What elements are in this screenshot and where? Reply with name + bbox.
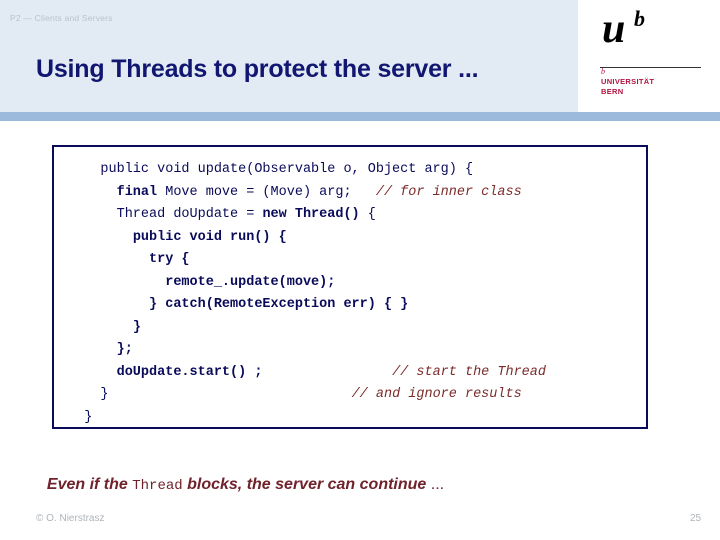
code-line: try { [68, 249, 546, 272]
code-indent [68, 365, 117, 380]
code-token-keyword: new Thread() [262, 207, 360, 222]
code-token-plain [262, 365, 392, 380]
code-token-keyword: }; [116, 342, 133, 357]
code-indent [68, 162, 100, 177]
code-token-keyword: try { [149, 252, 190, 267]
header-accent-band [0, 112, 720, 121]
code-indent [68, 297, 149, 312]
slide-header-panel: P2 — Clients and Servers Using Threads t… [0, 0, 578, 112]
breadcrumb: P2 — Clients and Servers [10, 13, 113, 23]
code-line: public void update(Observable o, Object … [68, 159, 546, 182]
logo-u-glyph: u [602, 6, 626, 52]
code-line: final Move move = (Move) arg; // for inn… [68, 182, 546, 205]
code-indent [68, 275, 165, 290]
code-token-comment: // and ignore results [351, 387, 522, 402]
university-bern-logo: u b b UNIVERSITÄT BERN [592, 6, 710, 106]
code-token-keyword: public void run() { [132, 229, 287, 245]
code-token-plain [109, 387, 352, 402]
code-indent [68, 387, 100, 402]
footer-page-number: 25 [690, 513, 702, 524]
code-token-comment: // start the Thread [392, 364, 546, 380]
code-indent [68, 230, 133, 245]
code-token-keyword: doUpdate.start() ; [116, 364, 263, 380]
caption-code-term: Thread [132, 478, 183, 494]
page-title: Using Threads to protect the server ... [36, 55, 479, 83]
code-token-comment: // for inner class [375, 184, 522, 200]
code-line: public void run() { [68, 227, 546, 250]
code-line: }; [68, 339, 546, 362]
logo-tick-glyph: b [601, 67, 605, 76]
code-token-plain: public void update(Observable o, Object … [100, 162, 474, 177]
code-indent [68, 185, 117, 200]
code-line: Thread doUpdate = new Thread() { [68, 204, 546, 227]
code-line: remote_.update(move); [68, 272, 546, 295]
caption-rest: blocks, the server can continue [182, 476, 431, 493]
logo-divider-rule [600, 67, 701, 68]
caption-ellipsis: ... [430, 476, 445, 493]
code-line: } catch(RemoteException err) { } [68, 294, 546, 317]
code-token-plain: { [359, 207, 376, 222]
logo-b-superscript-glyph: b [634, 6, 645, 31]
code-token-keyword: } catch(RemoteException err) { } [149, 297, 409, 312]
code-text: public void update(Observable o, Object … [68, 159, 546, 429]
code-indent [68, 342, 117, 357]
code-token-plain: Thread doUpdate = [116, 207, 263, 222]
caption-lead: Even if the [46, 476, 133, 493]
code-indent [68, 320, 133, 335]
code-token-keyword: } [132, 319, 141, 335]
code-indent [68, 207, 117, 222]
footer-copyright: © O. Nierstrasz [36, 513, 105, 524]
code-line: } // and ignore results [68, 384, 546, 407]
slide-caption: Even if the Thread blocks, the server ca… [38, 458, 444, 494]
code-indent [68, 410, 84, 425]
code-line: doUpdate.start() ; // start the Thread [68, 362, 546, 385]
code-line: } [68, 407, 546, 430]
code-token-plain: } [84, 409, 93, 425]
code-indent [68, 252, 149, 267]
code-line: } [68, 317, 546, 340]
logo-wordmark: UNIVERSITÄT BERN [601, 77, 655, 96]
code-block: public void update(Observable o, Object … [52, 145, 648, 429]
code-token-keyword: remote_.update(move); [165, 274, 336, 290]
code-token-keyword: final [116, 184, 166, 200]
code-token-plain: } [100, 387, 109, 402]
code-token-plain: Move move = (Move) arg; [165, 184, 376, 200]
